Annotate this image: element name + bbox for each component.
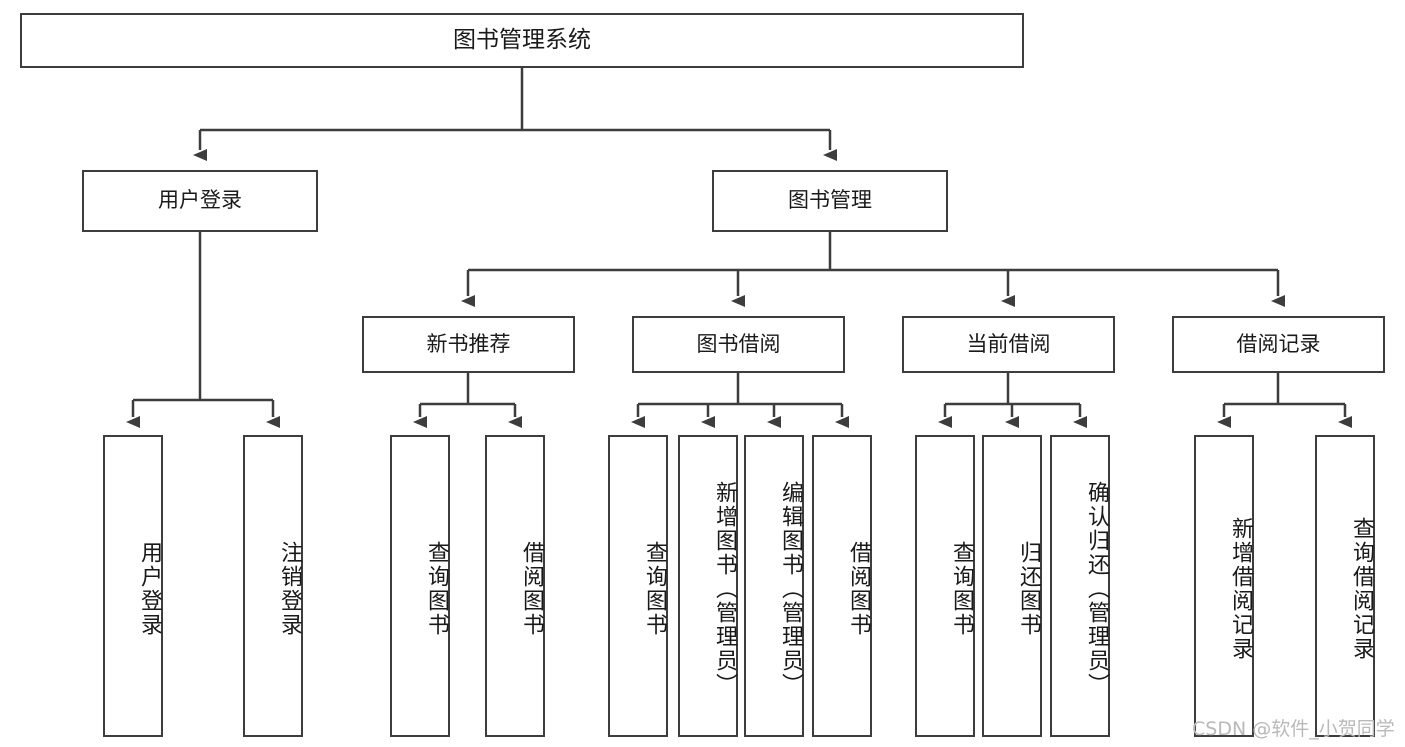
node-label: 用户登录 [137,541,162,637]
leaf-current-borrow-confirm-return-admin[interactable]: 确认归还（管理员） [1050,435,1110,737]
node-label: 用户登录 [158,188,242,213]
leaf-book-borrow-edit-book-admin[interactable]: 编辑图书（管理员） [744,435,804,737]
node-book-borrow[interactable]: 图书借阅 [632,316,845,373]
node-label: 确认归还（管理员） [1084,481,1109,697]
node-label: 借阅记录 [1236,331,1321,356]
leaf-current-borrow-return-book[interactable]: 归还图书 [982,435,1042,737]
node-label: 图书管理 [788,188,872,213]
leaf-new-book-borrow-book[interactable]: 借阅图书 [485,435,545,737]
node-current-borrow[interactable]: 当前借阅 [902,316,1115,373]
node-label: 归还图书 [1016,541,1041,637]
node-borrow-record[interactable]: 借阅记录 [1172,316,1385,373]
node-label: 查询借阅记录 [1349,517,1374,661]
node-label: 当前借阅 [966,331,1051,356]
node-label: 图书借阅 [696,331,781,356]
leaf-current-borrow-query-book[interactable]: 查询图书 [915,435,975,737]
leaf-borrow-record-query-record[interactable]: 查询借阅记录 [1315,435,1375,737]
leaf-borrow-record-add-record[interactable]: 新增借阅记录 [1194,435,1254,737]
node-label: 新增图书（管理员） [712,481,737,697]
leaf-new-book-query-book[interactable]: 查询图书 [390,435,450,737]
node-book-management[interactable]: 图书管理 [712,170,948,232]
node-label: 注销登录 [277,541,302,637]
leaf-book-borrow-query-book[interactable]: 查询图书 [608,435,668,737]
node-root-book-management-system[interactable]: 图书管理系统 [20,13,1024,68]
node-label: 图书管理系统 [453,26,591,53]
node-new-book-recommend[interactable]: 新书推荐 [362,316,575,373]
node-label: 借阅图书 [519,541,544,637]
csdn-watermark: CSDN @软件_小贺同学 [1192,718,1395,740]
node-label: 新增借阅记录 [1228,517,1253,661]
leaf-user-login-logout[interactable]: 注销登录 [243,435,303,737]
node-user-login[interactable]: 用户登录 [82,170,318,232]
leaf-book-borrow-add-book-admin[interactable]: 新增图书（管理员） [678,435,738,737]
leaf-user-login-login[interactable]: 用户登录 [103,435,163,737]
node-label: 查询图书 [424,541,449,637]
leaf-book-borrow-borrow-book[interactable]: 借阅图书 [812,435,872,737]
node-label: 新书推荐 [426,331,511,356]
node-label: 编辑图书（管理员） [778,481,803,697]
node-label: 借阅图书 [846,541,871,637]
node-label: 查询图书 [642,541,667,637]
node-label: 查询图书 [949,541,974,637]
